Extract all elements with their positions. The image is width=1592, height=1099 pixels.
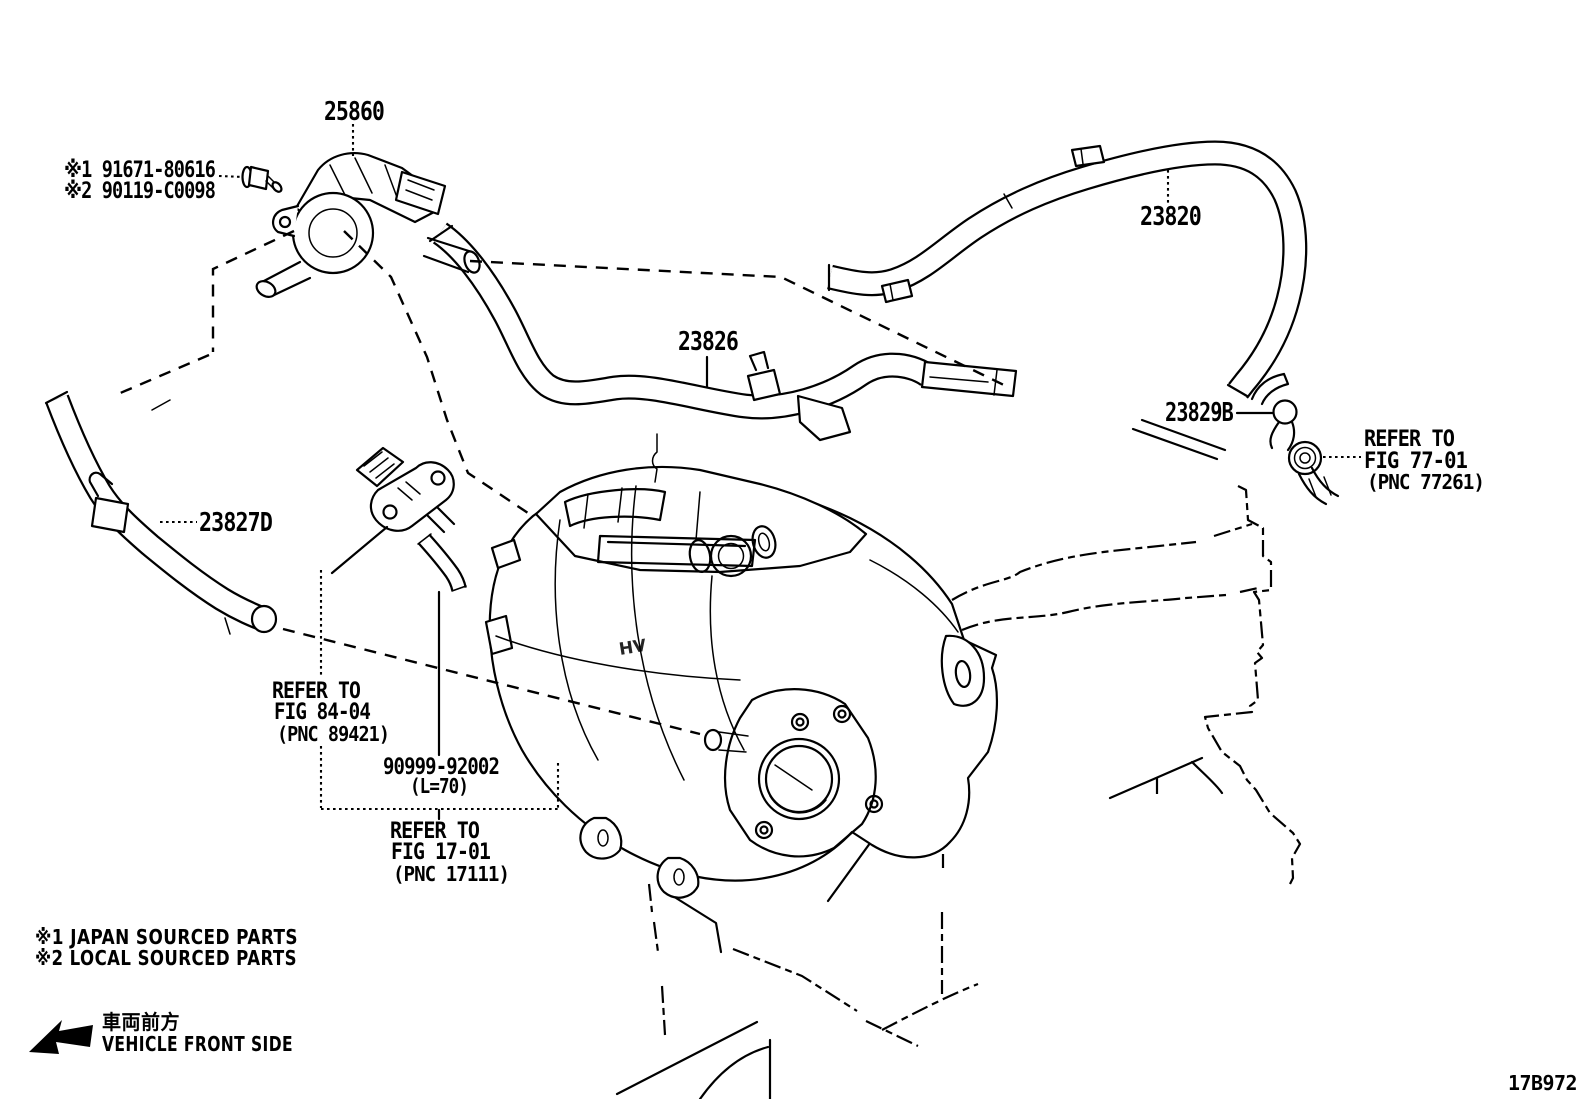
refer-1701-line1[interactable]: REFER TO [390,819,481,844]
grommet-drawing [1250,372,1340,506]
leader-lines [117,124,1361,821]
refer-8404-line1[interactable]: REFER TO [272,679,362,704]
clamp-23829b-drawing [1269,399,1298,452]
front-label-jp: 車両前方 [102,1010,180,1034]
legend-line1: ※1 JAPAN SOURCED PARTS [35,925,298,949]
part-label-23827d[interactable]: 23827D [199,508,273,538]
intake-manifold-drawing: HV [484,433,999,899]
part-label-23826[interactable]: 23826 [678,327,739,357]
refer-1701-line3[interactable]: (PNC 17111) [393,862,510,886]
hose-23826-drawing [428,222,1018,442]
refer-8404-line3[interactable]: (PNC 89421) [277,722,390,746]
front-arrow-icon [29,1020,93,1054]
hose-23827d-drawing [44,390,278,635]
part-note-90119[interactable]: ※2 90119-C0098 [64,179,216,204]
legend-block: ※1 JAPAN SOURCED PARTS ※2 LOCAL SOURCED … [35,925,298,970]
part-label-90999[interactable]: 90999-92002 [383,755,500,780]
part-label-90999-length[interactable]: (L=70) [410,774,469,798]
hose-23820-drawing [827,140,1308,399]
bolt-drawing [241,165,283,193]
part-label-23829b[interactable]: 23829B [1165,398,1234,428]
refer-7701-line1[interactable]: REFER TO [1364,427,1456,452]
refer-fig-7701[interactable]: REFER TO FIG 77-01 (PNC 77261) [1364,427,1485,494]
refer-1701-line2[interactable]: FIG 17-01 [391,840,492,865]
callout-labels: 25860 ※1 91671-80616 ※2 90119-C0098 2382… [64,97,1485,886]
figure-code: 17B972 [1508,1071,1577,1095]
refer-7701-line3[interactable]: (PNC 77261) [1367,470,1485,494]
union-hose-drawing [417,533,467,592]
vsv-valve-drawing [255,152,481,298]
manifold-engraving: HV [618,636,649,660]
map-sensor-drawing [355,446,456,534]
refer-8404-line2[interactable]: FIG 84-04 [274,700,372,725]
part-label-25860[interactable]: 25860 [324,97,385,127]
front-label-en: VEHICLE FRONT SIDE [102,1032,293,1056]
part-note-91671[interactable]: ※1 91671-80616 [64,158,217,183]
engine-outline [615,418,1302,1099]
legend-line2: ※2 LOCAL SOURCED PARTS [35,946,297,970]
refer-fig-8404[interactable]: REFER TO FIG 84-04 (PNC 89421) [272,679,390,746]
refer-7701-line2[interactable]: FIG 77-01 [1364,449,1469,474]
part-label-23820[interactable]: 23820 [1140,202,1202,232]
vehicle-front-indicator: 車両前方 VEHICLE FRONT SIDE [29,1010,293,1056]
refer-fig-1701[interactable]: REFER TO FIG 17-01 (PNC 17111) [390,819,510,886]
